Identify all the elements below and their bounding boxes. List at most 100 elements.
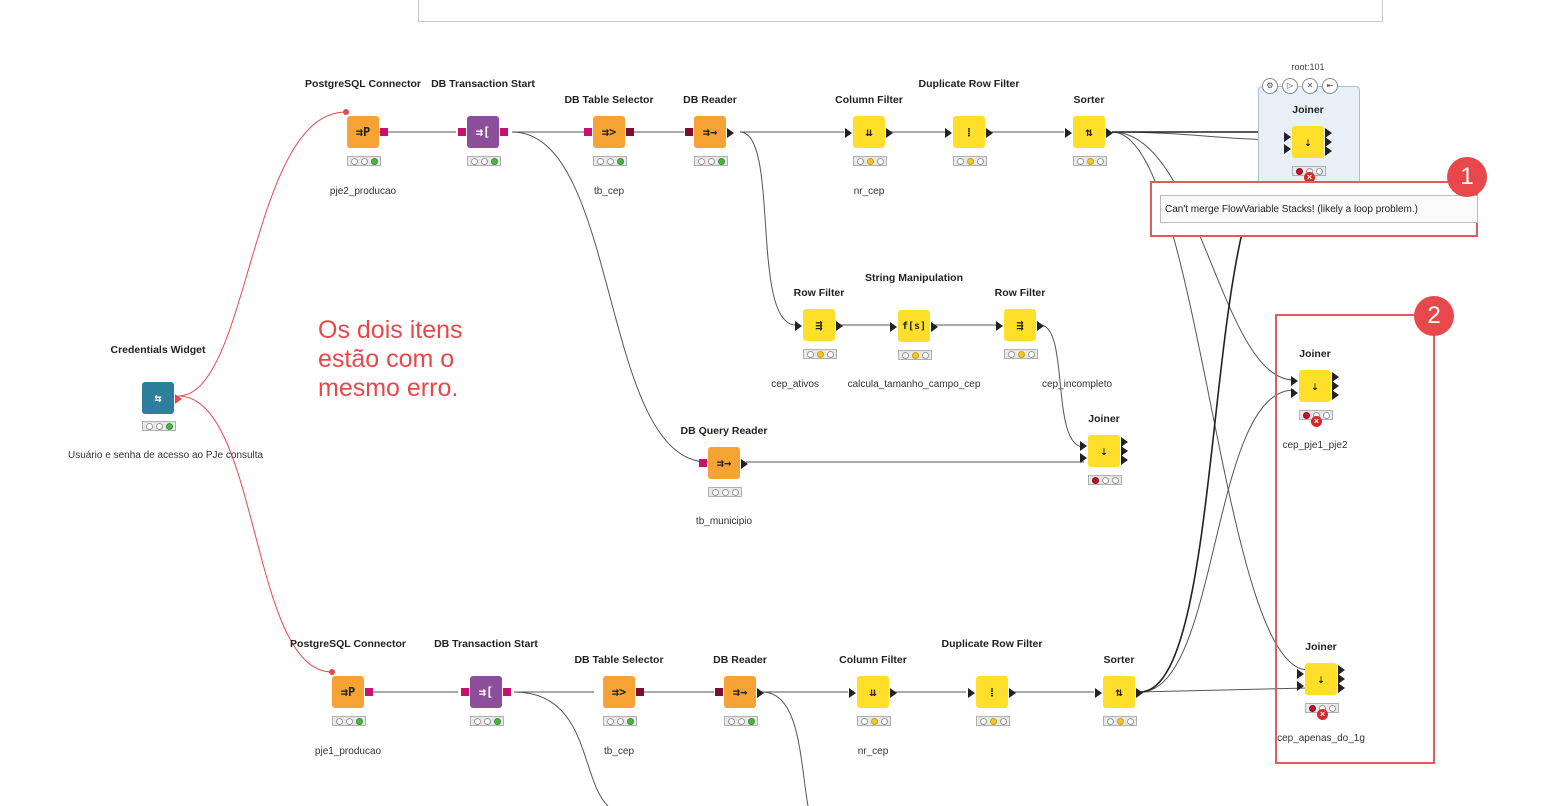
left-input-port[interactable] — [1080, 441, 1087, 451]
right-unmatched-port[interactable] — [1121, 455, 1128, 465]
node-label[interactable]: cep_ativos — [771, 379, 819, 390]
postgresql-icon[interactable]: ⇉P — [332, 676, 373, 708]
row-filter-icon[interactable]: ⇶ — [996, 309, 1044, 341]
postgresql-icon[interactable]: ⇉P — [347, 116, 388, 148]
node-label[interactable]: cep_incompleto — [1042, 379, 1113, 390]
flow-output-port[interactable] — [175, 394, 182, 404]
right-input-port[interactable] — [1284, 144, 1291, 154]
transaction-start-icon[interactable]: ⇉[ — [461, 676, 511, 708]
joiner-icon[interactable]: ⇣ — [1080, 435, 1128, 467]
joiner-icon[interactable]: ⇣ — [1291, 370, 1339, 402]
node-label[interactable]: nr_cep — [853, 186, 885, 197]
table-output-port[interactable] — [757, 688, 764, 698]
node-label[interactable]: calcula_tamanho_campo_cep — [847, 379, 981, 390]
node-label[interactable]: cep_pje1_pje2 — [1282, 440, 1348, 451]
table-input-port[interactable] — [968, 688, 975, 698]
duplicate-row-icon[interactable]: ⁞ — [945, 116, 993, 148]
left-input-port[interactable] — [1291, 376, 1298, 386]
db-query-reader-icon[interactable]: ⇉→ — [699, 447, 748, 479]
node-db-transaction-start-bottom[interactable]: DB Transaction Start ⇉[ — [396, 636, 576, 736]
db-output-port[interactable] — [503, 688, 511, 696]
node-db-query-reader[interactable]: DB Query Reader ⇉→ tb_municipio — [634, 423, 814, 533]
column-filter-icon[interactable]: ⇊ — [849, 676, 897, 708]
table-input-port[interactable] — [945, 128, 952, 138]
table-output-port[interactable] — [1009, 688, 1016, 698]
match-output-port[interactable] — [1332, 372, 1339, 382]
db-input-port[interactable] — [699, 459, 707, 467]
table-output-port[interactable] — [727, 128, 734, 138]
match-output-port[interactable] — [1338, 665, 1345, 675]
right-input-port[interactable] — [1080, 453, 1087, 463]
node-db-reader-top[interactable]: DB Reader ⇉→ — [620, 92, 800, 182]
node-joiner-right-2[interactable]: Joiner ⇣ × cep_apenas_do_1g — [1231, 639, 1411, 749]
table-input-port[interactable] — [890, 322, 897, 332]
table-output-port[interactable] — [886, 128, 893, 138]
gear-icon[interactable]: ⚙ — [1262, 78, 1278, 94]
play-icon[interactable]: ▷ — [1282, 78, 1298, 94]
node-postgresql-connector-top[interactable]: PostgreSQL Connector ⇉P pje2_producao — [273, 76, 453, 206]
right-unmatched-port[interactable] — [1338, 683, 1345, 693]
sorter-icon[interactable]: ⇅ — [1095, 676, 1143, 708]
node-db-transaction-start-top[interactable]: DB Transaction Start ⇉[ — [393, 76, 573, 206]
left-input-port[interactable] — [1284, 132, 1291, 142]
table-output-port[interactable] — [1106, 128, 1113, 138]
table-output-port[interactable] — [741, 459, 748, 469]
db-reader-icon[interactable]: ⇉→ — [685, 116, 734, 148]
node-row-filter-1[interactable]: Row Filter ⇶ cep_ativos — [729, 285, 909, 405]
table-selector-icon[interactable]: ⇉> — [584, 116, 634, 148]
table-output-port[interactable] — [836, 321, 843, 331]
node-label[interactable]: cep_apenas_do_1g — [1277, 733, 1365, 744]
left-unmatched-port[interactable] — [1332, 381, 1339, 391]
node-duplicate-row-filter-top[interactable]: Duplicate Row Filter ⁞ — [879, 76, 1059, 176]
left-input-port[interactable] — [1297, 669, 1304, 679]
table-input-port[interactable] — [1095, 688, 1102, 698]
table-input-port[interactable] — [1065, 128, 1072, 138]
table-input-port[interactable] — [795, 321, 802, 331]
joiner-icon[interactable]: ⇣ — [1284, 126, 1332, 158]
db-data-input-port[interactable] — [685, 128, 693, 136]
node-string-manipulation[interactable]: String Manipulation f[s] calcula_tamanho… — [824, 270, 1004, 400]
sorter-icon[interactable]: ⇅ — [1065, 116, 1113, 148]
node-sorter-top[interactable]: Sorter ⇅ — [999, 92, 1179, 182]
left-unmatched-port[interactable] — [1325, 137, 1332, 147]
db-input-port[interactable] — [584, 128, 592, 136]
table-input-port[interactable] — [996, 321, 1003, 331]
right-unmatched-port[interactable] — [1332, 390, 1339, 400]
db-data-output-port[interactable] — [626, 128, 634, 136]
db-output-port[interactable] — [380, 128, 388, 136]
db-input-port[interactable] — [461, 688, 469, 696]
db-reader-icon[interactable]: ⇉→ — [715, 676, 764, 708]
string-manipulation-icon[interactable]: f[s] — [890, 310, 938, 342]
table-output-port[interactable] — [1037, 321, 1044, 331]
left-unmatched-port[interactable] — [1338, 674, 1345, 684]
node-column-filter-bottom[interactable]: Column Filter ⇊ nr_cep — [783, 652, 963, 762]
node-postgresql-connector-bottom[interactable]: PostgreSQL Connector ⇉P pje1_producao — [258, 636, 438, 766]
match-output-port[interactable] — [1325, 128, 1332, 138]
table-input-port[interactable] — [849, 688, 856, 698]
row-filter-icon[interactable]: ⇶ — [795, 309, 843, 341]
node-db-table-selector-bottom[interactable]: DB Table Selector ⇉> tb_cep — [529, 652, 709, 762]
node-credentials-widget[interactable]: Credentials Widget ⇆ Usuário e senha de … — [68, 340, 263, 470]
node-label[interactable]: nr_cep — [857, 746, 889, 757]
table-selector-icon[interactable]: ⇉> — [603, 676, 644, 708]
node-label[interactable]: pje1_producao — [314, 746, 382, 757]
right-unmatched-port[interactable] — [1325, 146, 1332, 156]
reset-icon[interactable]: ⇤ — [1322, 78, 1338, 94]
right-input-port[interactable] — [1291, 388, 1298, 398]
right-input-port[interactable] — [1297, 681, 1304, 691]
db-data-input-port[interactable] — [715, 688, 723, 696]
node-label[interactable]: pje2_producao — [329, 186, 397, 197]
node-label[interactable]: tb_cep — [603, 746, 635, 757]
left-unmatched-port[interactable] — [1121, 446, 1128, 456]
match-output-port[interactable] — [1121, 437, 1128, 447]
db-output-port[interactable] — [365, 688, 373, 696]
node-label[interactable]: tb_cep — [593, 186, 625, 197]
node-db-table-selector-top[interactable]: DB Table Selector ⇉> tb_cep — [519, 92, 699, 202]
column-filter-icon[interactable]: ⇊ — [845, 116, 893, 148]
table-output-port[interactable] — [890, 688, 897, 698]
node-label[interactable]: tb_municipio — [695, 516, 753, 527]
node-joiner-mid[interactable]: Joiner ⇣ — [1014, 411, 1194, 501]
table-output-port[interactable] — [931, 322, 938, 332]
cancel-icon[interactable]: ✕ — [1302, 78, 1318, 94]
